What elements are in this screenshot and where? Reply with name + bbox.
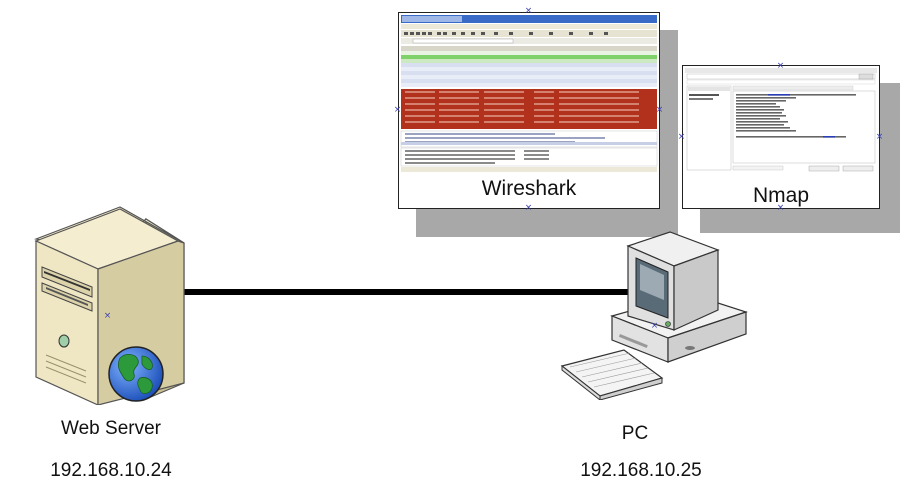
wireshark-card: Wireshark [398, 12, 660, 209]
wireshark-caption: Wireshark [481, 177, 577, 200]
selection-handle: × [655, 105, 664, 115]
globe-icon [108, 346, 164, 402]
selection-handle: × [524, 6, 533, 16]
desktop-pc-icon [560, 231, 748, 400]
selection-handle: × [776, 203, 785, 213]
network-link [176, 289, 628, 295]
selection-handle: × [103, 311, 112, 321]
wireshark-screenshot [400, 15, 658, 172]
selection-handle: × [393, 105, 402, 115]
server-ip-label: 192.168.10.24 [50, 460, 172, 481]
pc-ip-label: 192.168.10.25 [580, 460, 702, 481]
server-label: Web Server [61, 418, 161, 439]
selection-handle: × [875, 132, 884, 142]
nmap-caption: Nmap [752, 184, 810, 207]
selection-handle: × [776, 61, 785, 71]
selection-handle: × [524, 203, 533, 213]
nmap-screenshot [685, 68, 877, 172]
pc-label: PC [621, 423, 649, 444]
nmap-card: Nmap [682, 65, 880, 209]
selection-handle: × [677, 132, 686, 142]
selection-handle: × [650, 321, 659, 331]
